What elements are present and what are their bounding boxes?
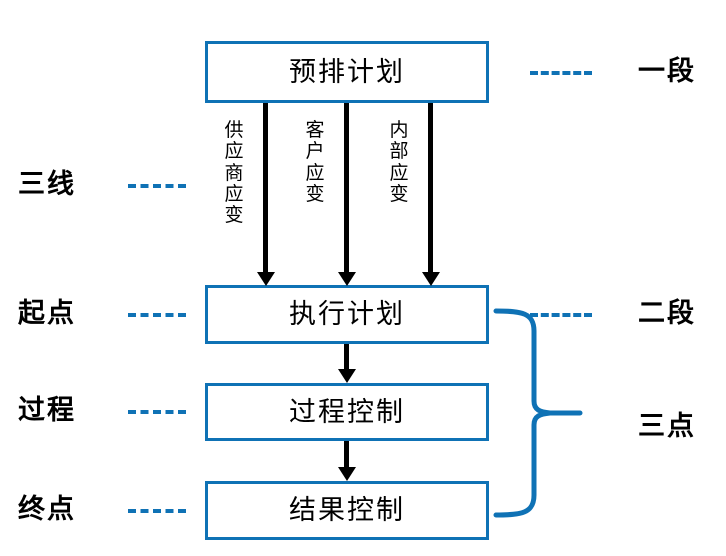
right-label-stage-one: 一段	[638, 56, 696, 86]
flow-label-customer: 客户应变	[305, 120, 325, 205]
left-label-end-point: 终点	[18, 494, 76, 524]
dashed-leader-start-point	[128, 313, 186, 317]
dashed-leader-process	[128, 410, 186, 414]
arrow-down-exec-to-process	[344, 344, 349, 370]
process-box-execute-plan[interactable]: 执行计划	[205, 285, 489, 344]
process-box-process-control[interactable]: 过程控制	[205, 383, 489, 441]
dashed-leader-stage-two	[530, 313, 592, 317]
arrow-down-customer	[344, 103, 349, 273]
dashed-leader-three-lines	[128, 184, 186, 188]
left-label-three-lines: 三线	[18, 169, 76, 199]
box-label: 执行计划	[289, 299, 405, 329]
process-box-pre-plan[interactable]: 预排计划	[205, 41, 489, 103]
dashed-leader-stage-one	[530, 71, 592, 75]
dashed-leader-end-point	[128, 509, 186, 513]
flow-label-supplier: 供应商应变	[224, 120, 244, 227]
arrow-down-internal	[428, 103, 433, 273]
right-label-stage-two: 二段	[638, 298, 696, 328]
arrow-down-supplier	[263, 103, 268, 273]
left-label-process: 过程	[18, 395, 76, 425]
box-label: 结果控制	[289, 495, 405, 525]
arrow-down-process-to-result	[344, 441, 349, 468]
box-label: 预排计划	[289, 56, 405, 87]
box-label: 过程控制	[289, 396, 405, 427]
curly-brace-group	[488, 305, 618, 520]
right-label-three-points: 三点	[638, 411, 696, 441]
process-box-result-control[interactable]: 结果控制	[205, 481, 489, 540]
left-label-start-point: 起点	[18, 298, 76, 328]
flow-label-internal: 内部应变	[389, 120, 409, 205]
